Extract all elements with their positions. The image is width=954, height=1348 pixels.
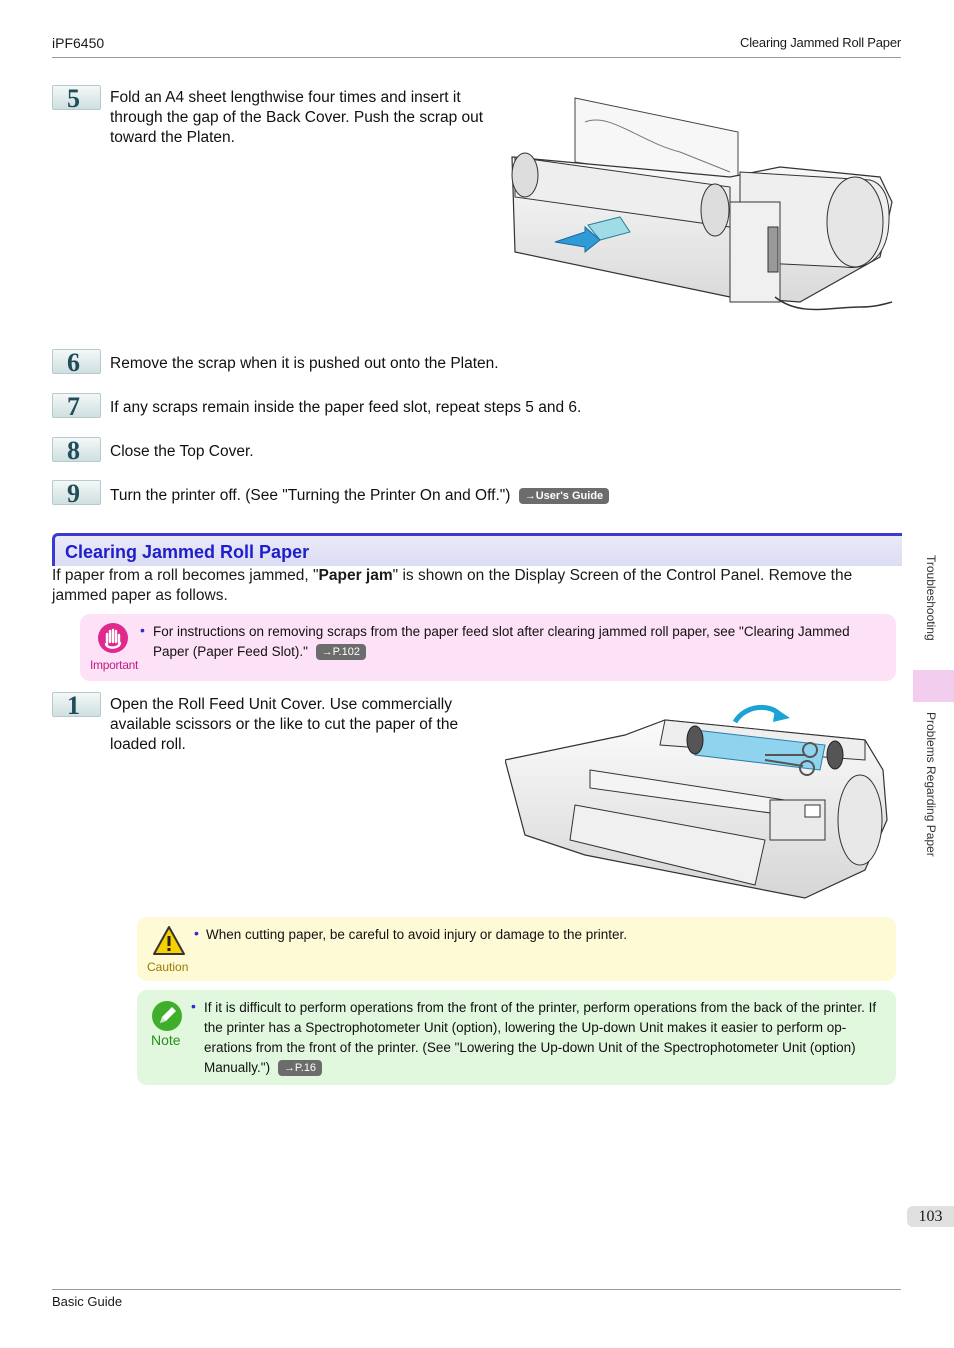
- note-text-container: If it is difficult to perform operations…: [204, 998, 888, 1078]
- printer-front-scissors-illustration: [505, 704, 888, 899]
- step-text-6: Remove the scrap when it is pushed out o…: [110, 355, 499, 372]
- note-label: Note: [151, 1032, 181, 1048]
- caution-bullet: •: [194, 925, 199, 941]
- footer-rule: [52, 1289, 901, 1290]
- step-text-8: Close the Top Cover.: [110, 443, 254, 460]
- step-number-8: 8: [52, 437, 101, 464]
- section-heading: Clearing Jammed Roll Paper: [52, 533, 902, 566]
- important-text: For instructions on removing scraps from…: [153, 624, 850, 659]
- intro-text-start: If paper from a roll becomes jammed, ": [52, 567, 319, 584]
- important-bullet: •: [140, 622, 145, 638]
- header-rule: [52, 57, 901, 58]
- section-intro: If paper from a roll becomes jammed, "Pa…: [52, 566, 902, 606]
- step-number-7: 7: [52, 393, 101, 420]
- page-102-link[interactable]: →P.102: [315, 644, 366, 660]
- printer-back-illustration: [500, 92, 895, 324]
- note-text: If it is difficult to perform operations…: [204, 1000, 877, 1075]
- side-tab-troubleshooting[interactable]: Troubleshooting: [924, 555, 938, 641]
- step-text-1: Open the Roll Feed Unit Cover. Use comme…: [110, 696, 459, 753]
- step-text-7: If any scraps remain inside the paper fe…: [110, 399, 582, 416]
- page-number: 103: [907, 1206, 954, 1227]
- step-number-1: 1: [52, 692, 101, 719]
- note-bullet: •: [191, 998, 196, 1014]
- side-tab-problems-regarding-paper[interactable]: Problems Regarding Paper: [924, 712, 938, 857]
- note-box: Note • If it is difficult to perform ope…: [137, 990, 896, 1085]
- caution-text: When cutting paper, be careful to avoid …: [206, 927, 627, 942]
- step-number-9: 9: [52, 480, 101, 507]
- users-guide-link[interactable]: →User's Guide: [518, 488, 610, 504]
- important-label: Important: [90, 658, 138, 672]
- important-box: Important • For instructions on removing…: [80, 614, 896, 681]
- caution-label: Caution: [147, 960, 189, 974]
- intro-text-end: " is shown on the Display Screen of the …: [52, 567, 853, 604]
- caution-box: Caution • When cutting paper, be careful…: [137, 917, 896, 981]
- header-section: Clearing Jammed Roll Paper: [740, 35, 901, 50]
- page-16-link[interactable]: →P.16: [277, 1060, 323, 1076]
- side-tab-active-marker: [913, 670, 954, 702]
- step-text-9-container: Turn the printer off. (See "Turning the …: [110, 486, 610, 506]
- important-text-container: For instructions on removing scraps from…: [153, 622, 883, 662]
- step-text-5: Fold an A4 sheet lengthwise four times a…: [110, 89, 484, 146]
- intro-bold-term: Paper jam: [318, 567, 393, 584]
- header-model: iPF6450: [52, 35, 105, 51]
- note-pencil-icon: [152, 1001, 182, 1031]
- important-hand-icon: [98, 623, 128, 653]
- step-number-6: 6: [52, 349, 101, 376]
- footer-title: Basic Guide: [52, 1294, 123, 1309]
- step-text-9: Turn the printer off. (See "Turning the …: [110, 487, 511, 504]
- section-title: Clearing Jammed Roll Paper: [65, 542, 310, 562]
- step-number-5: 5: [52, 85, 101, 112]
- caution-warning-icon: [153, 926, 185, 955]
